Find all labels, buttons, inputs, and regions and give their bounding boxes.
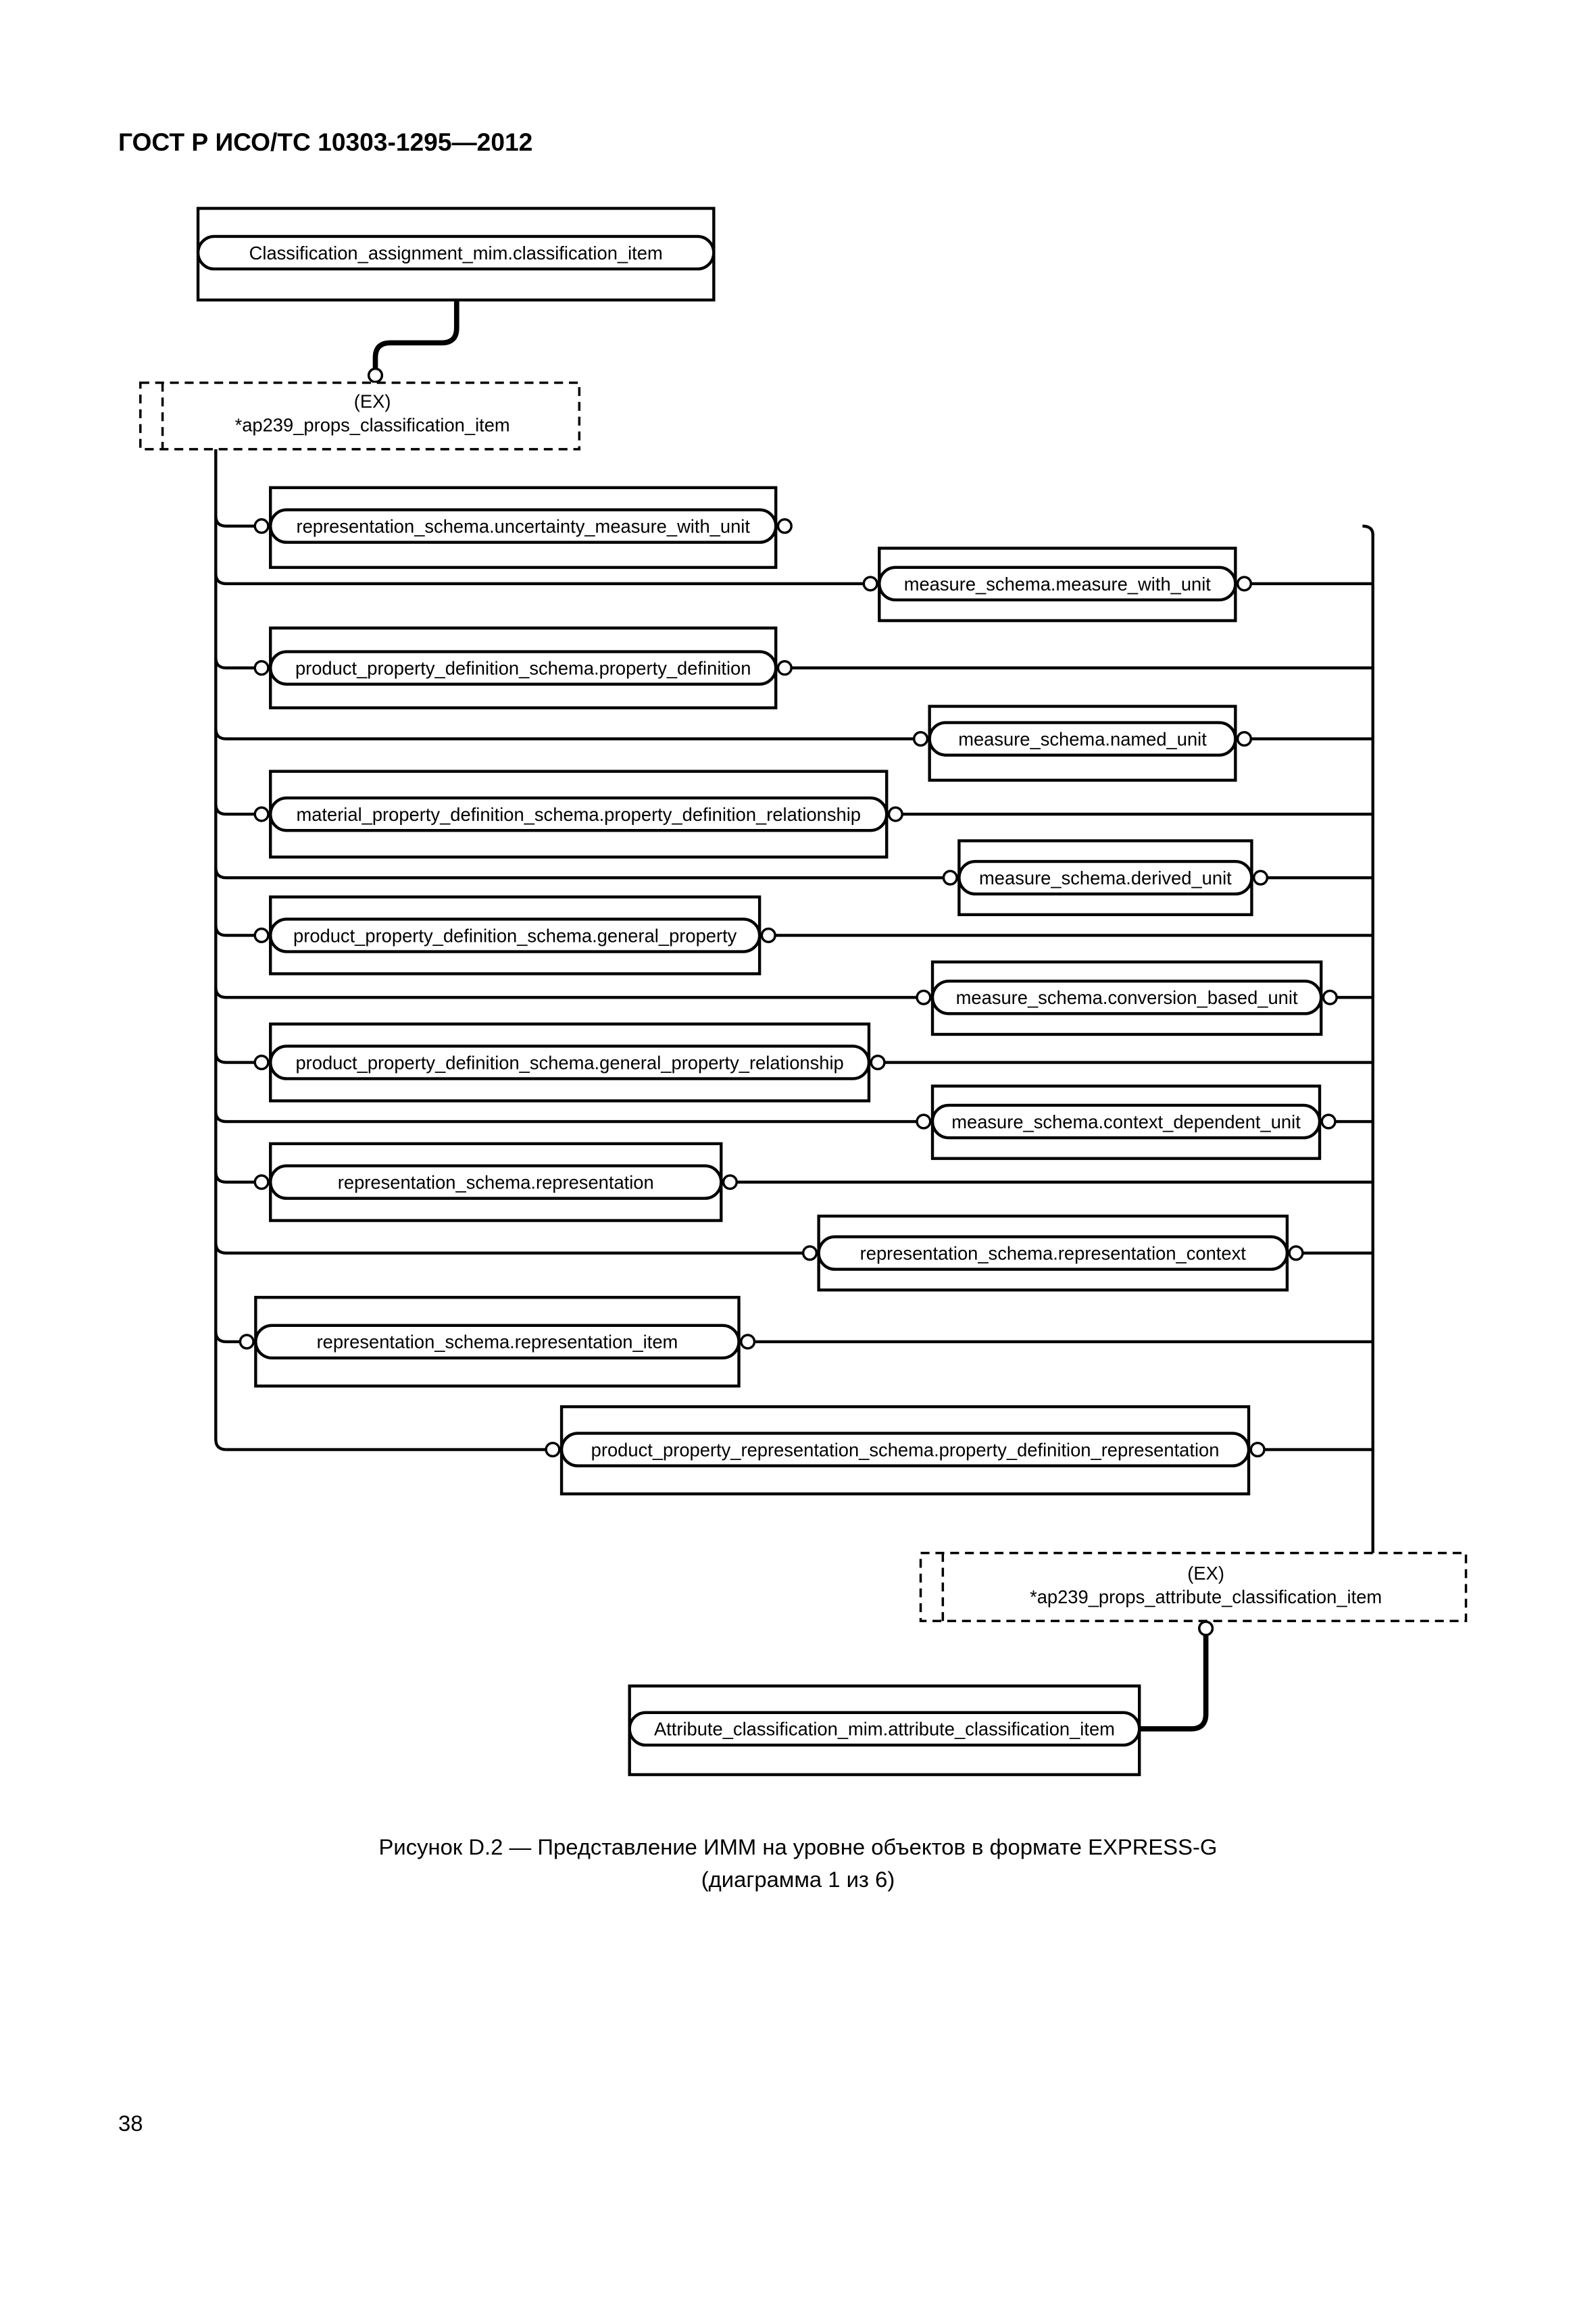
item-0-label: representation_schema.uncertainty_measur… [296, 515, 750, 536]
top-entity-label: Classification_assignment_mim.classifica… [249, 243, 663, 263]
branch-line-left [214, 728, 914, 740]
left-circle [253, 806, 270, 822]
left-circle [545, 1441, 561, 1458]
item-2-pill [269, 650, 778, 686]
branch-line-left [214, 1242, 803, 1255]
item-2-label: product_property_definition_schema.prope… [295, 657, 751, 678]
item-4-label: material_property_definition_schema.prop… [296, 804, 861, 825]
item-11-label: representation_schema.representation_con… [860, 1242, 1247, 1263]
item-6-pill [269, 917, 762, 953]
bottom-entity-pill [628, 1711, 1141, 1747]
item-9-label: measure_schema.context_dependent_unit [951, 1111, 1301, 1132]
item-4-pill [269, 796, 889, 832]
right-circle [760, 927, 776, 944]
item-7-label: measure_schema.conversion_based_unit [956, 987, 1298, 1008]
left-circle [862, 576, 878, 592]
item-8-label: product_property_definition_schema.gener… [295, 1052, 843, 1073]
branch-line-left [214, 803, 255, 816]
branch-line-left [214, 1111, 918, 1124]
right-bus [1362, 524, 1374, 1553]
branch-line-left [214, 657, 255, 670]
left-circle [253, 1054, 270, 1071]
item-6-label: product_property_definition_schema.gener… [293, 925, 737, 946]
item-3-label: measure_schema.named_unit [958, 728, 1207, 749]
branch-line-left [214, 925, 255, 937]
thick-link-top [372, 300, 459, 370]
branch-line-left [214, 1052, 255, 1064]
item-3-pill [928, 721, 1237, 757]
item-13-pill [559, 1432, 1251, 1467]
left-circle [942, 870, 958, 886]
left-circle [916, 989, 932, 1005]
bottom-link-circle [1198, 1620, 1214, 1636]
right-circle [1252, 870, 1269, 886]
left-circle [253, 659, 270, 676]
item-11-pill [817, 1235, 1289, 1271]
right-circle [1320, 1113, 1337, 1130]
right-circle [1236, 730, 1253, 747]
right-circle [776, 518, 793, 534]
item-8-pill [269, 1045, 871, 1080]
top-entity-pill [196, 234, 716, 271]
thick-link-bottom [1139, 1634, 1209, 1732]
item-10-label: representation_schema.representation [338, 1172, 654, 1193]
ex-select-1-box [139, 381, 581, 451]
item-1-label: measure_schema.measure_with_unit [904, 574, 1212, 595]
left-circle [916, 1113, 932, 1130]
item-12-pill [254, 1324, 741, 1360]
item-9-pill [930, 1103, 1322, 1140]
branch-line-left [214, 573, 864, 586]
item-5-pill [957, 859, 1253, 896]
branch-line-left [214, 986, 918, 999]
item-12-label: representation_schema.representation_ite… [317, 1332, 678, 1353]
left-circle [253, 1174, 270, 1190]
right-circle [776, 659, 793, 676]
bottom-entity-label: Attribute_classification_mim.attribute_c… [654, 1719, 1115, 1740]
item-7-pill [930, 980, 1323, 1015]
item-0-pill [269, 508, 778, 544]
standard-header: ГОСТ Р ИСО/ТС 10303-1295—2012 [118, 128, 532, 156]
item-5-label: measure_schema.derived_unit [979, 867, 1232, 888]
right-circle [1249, 1441, 1266, 1458]
top-link-circle [367, 367, 384, 384]
branch-line-left [214, 515, 255, 528]
right-circle [1288, 1245, 1304, 1261]
right-circle [870, 1054, 886, 1071]
right-circle [740, 1334, 756, 1350]
left-circle [801, 1245, 818, 1261]
left-bus [214, 449, 226, 1451]
left-circle [253, 518, 270, 534]
item-13-label: product_property_representation_schema.p… [591, 1439, 1220, 1460]
ex-select-2-tag: (EX) [1187, 1563, 1224, 1584]
right-circle [1322, 989, 1338, 1005]
ex-select-2-name: *ap239_props_attribute_classification_it… [1030, 1586, 1382, 1607]
express-g-diagram: Classification_assignment_mim.classifica… [139, 207, 1468, 1776]
figure-caption-sub: (диаграмма 1 из 6) [701, 1867, 895, 1892]
figure-caption: Рисунок D.2 — Представление ИММ на уровн… [379, 1834, 1218, 1859]
branch-line-left [214, 1172, 255, 1184]
left-circle [912, 730, 929, 747]
right-circle [722, 1174, 738, 1190]
left-circle [253, 927, 270, 944]
right-circle [887, 806, 903, 822]
ex-select-1-tag: (EX) [354, 391, 391, 412]
item-1-pill [878, 565, 1237, 602]
page-number: 38 [118, 2111, 143, 2136]
left-circle [239, 1334, 255, 1350]
item-10-pill [269, 1164, 723, 1200]
ex-select-1-name: *ap239_props_classification_item [235, 415, 510, 436]
ex-select-2-box [919, 1551, 1468, 1622]
branch-line-left [214, 867, 944, 880]
right-circle [1236, 576, 1253, 592]
branch-line-left [214, 1331, 241, 1344]
